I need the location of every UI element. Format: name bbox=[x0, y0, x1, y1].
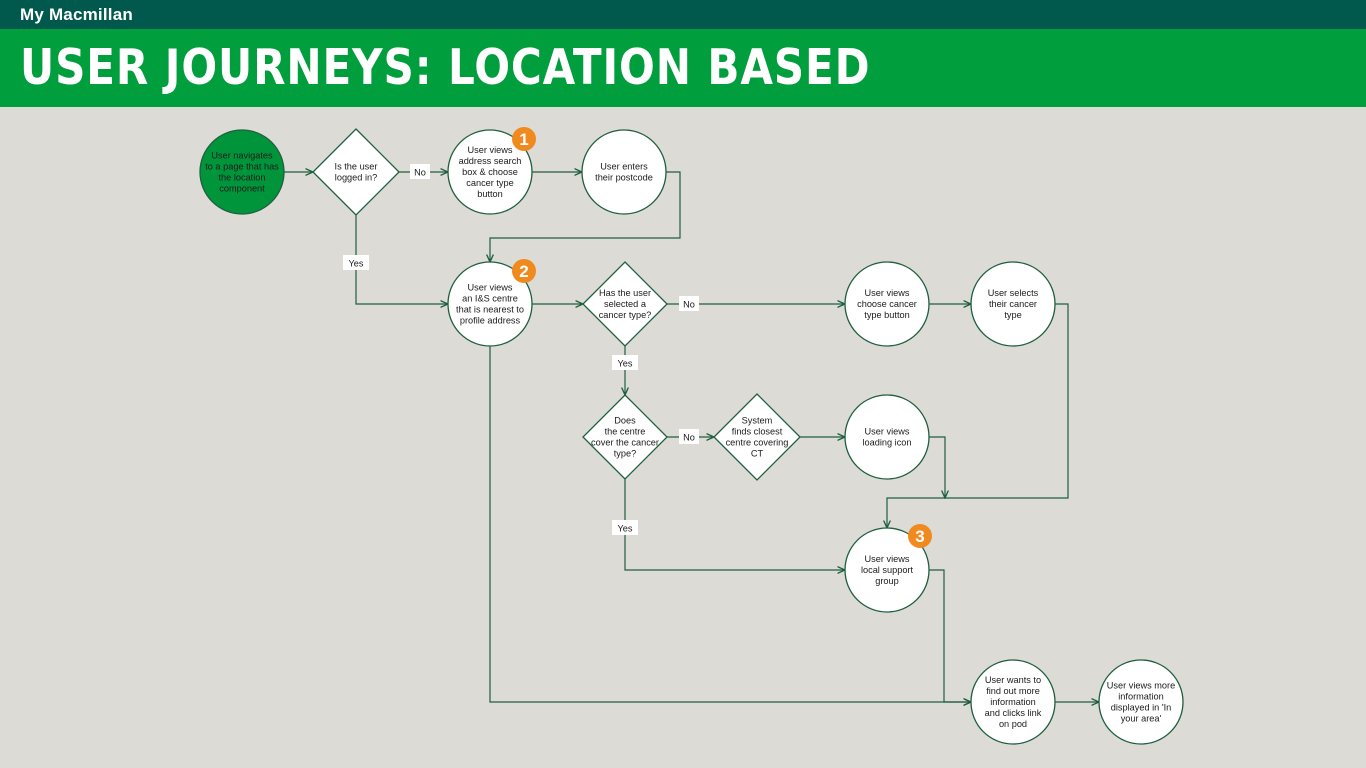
node-text-line: System bbox=[742, 416, 773, 426]
node-text-line: choose cancer bbox=[857, 299, 917, 309]
node-text-line: User views bbox=[865, 427, 910, 437]
step-badge-3: 3 bbox=[908, 524, 932, 548]
node-text-line: selected a bbox=[604, 299, 647, 309]
node-text-line: information bbox=[1118, 692, 1163, 702]
node-text-line: address search bbox=[459, 156, 522, 166]
node-text-line: User views bbox=[468, 145, 513, 155]
connector-arrow bbox=[355, 215, 448, 304]
node-text-line: cancer type? bbox=[599, 310, 652, 320]
node-text-line: User views bbox=[865, 554, 910, 564]
edge-label-no-cover: No bbox=[679, 429, 699, 444]
node-text-line: that is nearest to bbox=[456, 305, 524, 315]
node-text-line: Does bbox=[614, 416, 636, 426]
top-bar: My Macmillan bbox=[0, 0, 1366, 29]
connector-arrow bbox=[624, 479, 845, 570]
page-title: USER JOURNEYS: LOCATION BASED bbox=[20, 39, 871, 96]
connector-arrow bbox=[489, 346, 971, 702]
node-text-line: button bbox=[477, 189, 503, 199]
node-text-line: User selects bbox=[988, 288, 1039, 298]
node-text-line: their cancer bbox=[989, 299, 1037, 309]
connector-arrow bbox=[887, 303, 1069, 528]
edge-label-yes-logged-in: Yes bbox=[343, 255, 369, 270]
node-text-line: and clicks link bbox=[985, 708, 1042, 718]
node-text-line: component bbox=[219, 184, 265, 194]
node-text-line: centre covering bbox=[726, 438, 789, 448]
node-text-line: User navigates bbox=[211, 151, 273, 161]
node-text-line: type button bbox=[864, 310, 909, 320]
node-text-line: finds closest bbox=[732, 427, 783, 437]
step-badge-2: 2 bbox=[512, 259, 536, 283]
node-text-line: find out more bbox=[986, 686, 1040, 696]
node-text-line: logged in? bbox=[335, 173, 377, 183]
node-text-line: User enters bbox=[600, 162, 648, 172]
svg-text:2: 2 bbox=[519, 262, 528, 281]
title-bar: USER JOURNEYS: LOCATION BASED bbox=[0, 29, 1366, 107]
node-text-line: the location bbox=[219, 173, 266, 183]
brand-name: My Macmillan bbox=[20, 5, 133, 24]
svg-text:Yes: Yes bbox=[349, 259, 364, 269]
connector-arrow bbox=[929, 436, 945, 498]
node-text-line: on pod bbox=[999, 719, 1027, 729]
node-text-line: type bbox=[1004, 310, 1021, 320]
edge-label-yes-selected: Yes bbox=[612, 355, 638, 370]
step-badge-1: 1 bbox=[512, 127, 536, 151]
node-text-line: Has the user bbox=[599, 288, 651, 298]
node-text-line: Is the user bbox=[335, 162, 378, 172]
edge-label-yes-cover: Yes bbox=[612, 520, 638, 535]
svg-text:1: 1 bbox=[519, 130, 528, 149]
node-text-line: local support bbox=[861, 565, 914, 575]
svg-text:Yes: Yes bbox=[618, 359, 633, 369]
edge-label-no-logged-in: No bbox=[410, 164, 430, 179]
node-text-line: User views bbox=[468, 283, 513, 293]
svg-text:3: 3 bbox=[915, 527, 924, 546]
node-text-line: displayed in 'In bbox=[1111, 703, 1172, 713]
node-text-line: type? bbox=[614, 449, 636, 459]
node-text-line: User views bbox=[865, 288, 910, 298]
node-text-line: the centre bbox=[605, 427, 646, 437]
node-text-line: CT bbox=[751, 449, 764, 459]
node-text-line: cover the cancer bbox=[591, 438, 659, 448]
connector-arrow bbox=[490, 171, 681, 262]
svg-text:No: No bbox=[683, 300, 695, 310]
node-text-line: box & choose bbox=[462, 167, 518, 177]
node-text-line: profile address bbox=[460, 316, 521, 326]
node-text-line: your area' bbox=[1121, 714, 1162, 724]
node-text-line: group bbox=[875, 576, 899, 586]
svg-text:No: No bbox=[414, 168, 426, 178]
svg-text:Yes: Yes bbox=[618, 524, 633, 534]
node-text-line: User views more bbox=[1107, 681, 1175, 691]
edge-label-no-selected: No bbox=[679, 296, 699, 311]
node-text-line: loading icon bbox=[862, 438, 911, 448]
node-text-line: an I&S centre bbox=[462, 294, 518, 304]
node-text-line: cancer type bbox=[466, 178, 514, 188]
node-text-line: their postcode bbox=[595, 173, 653, 183]
node-text-line: information bbox=[990, 697, 1035, 707]
connector-arrow bbox=[929, 569, 971, 702]
svg-text:No: No bbox=[683, 433, 695, 443]
node-text-line: User wants to bbox=[985, 675, 1041, 685]
node-text-line: to a page that has bbox=[205, 162, 279, 172]
